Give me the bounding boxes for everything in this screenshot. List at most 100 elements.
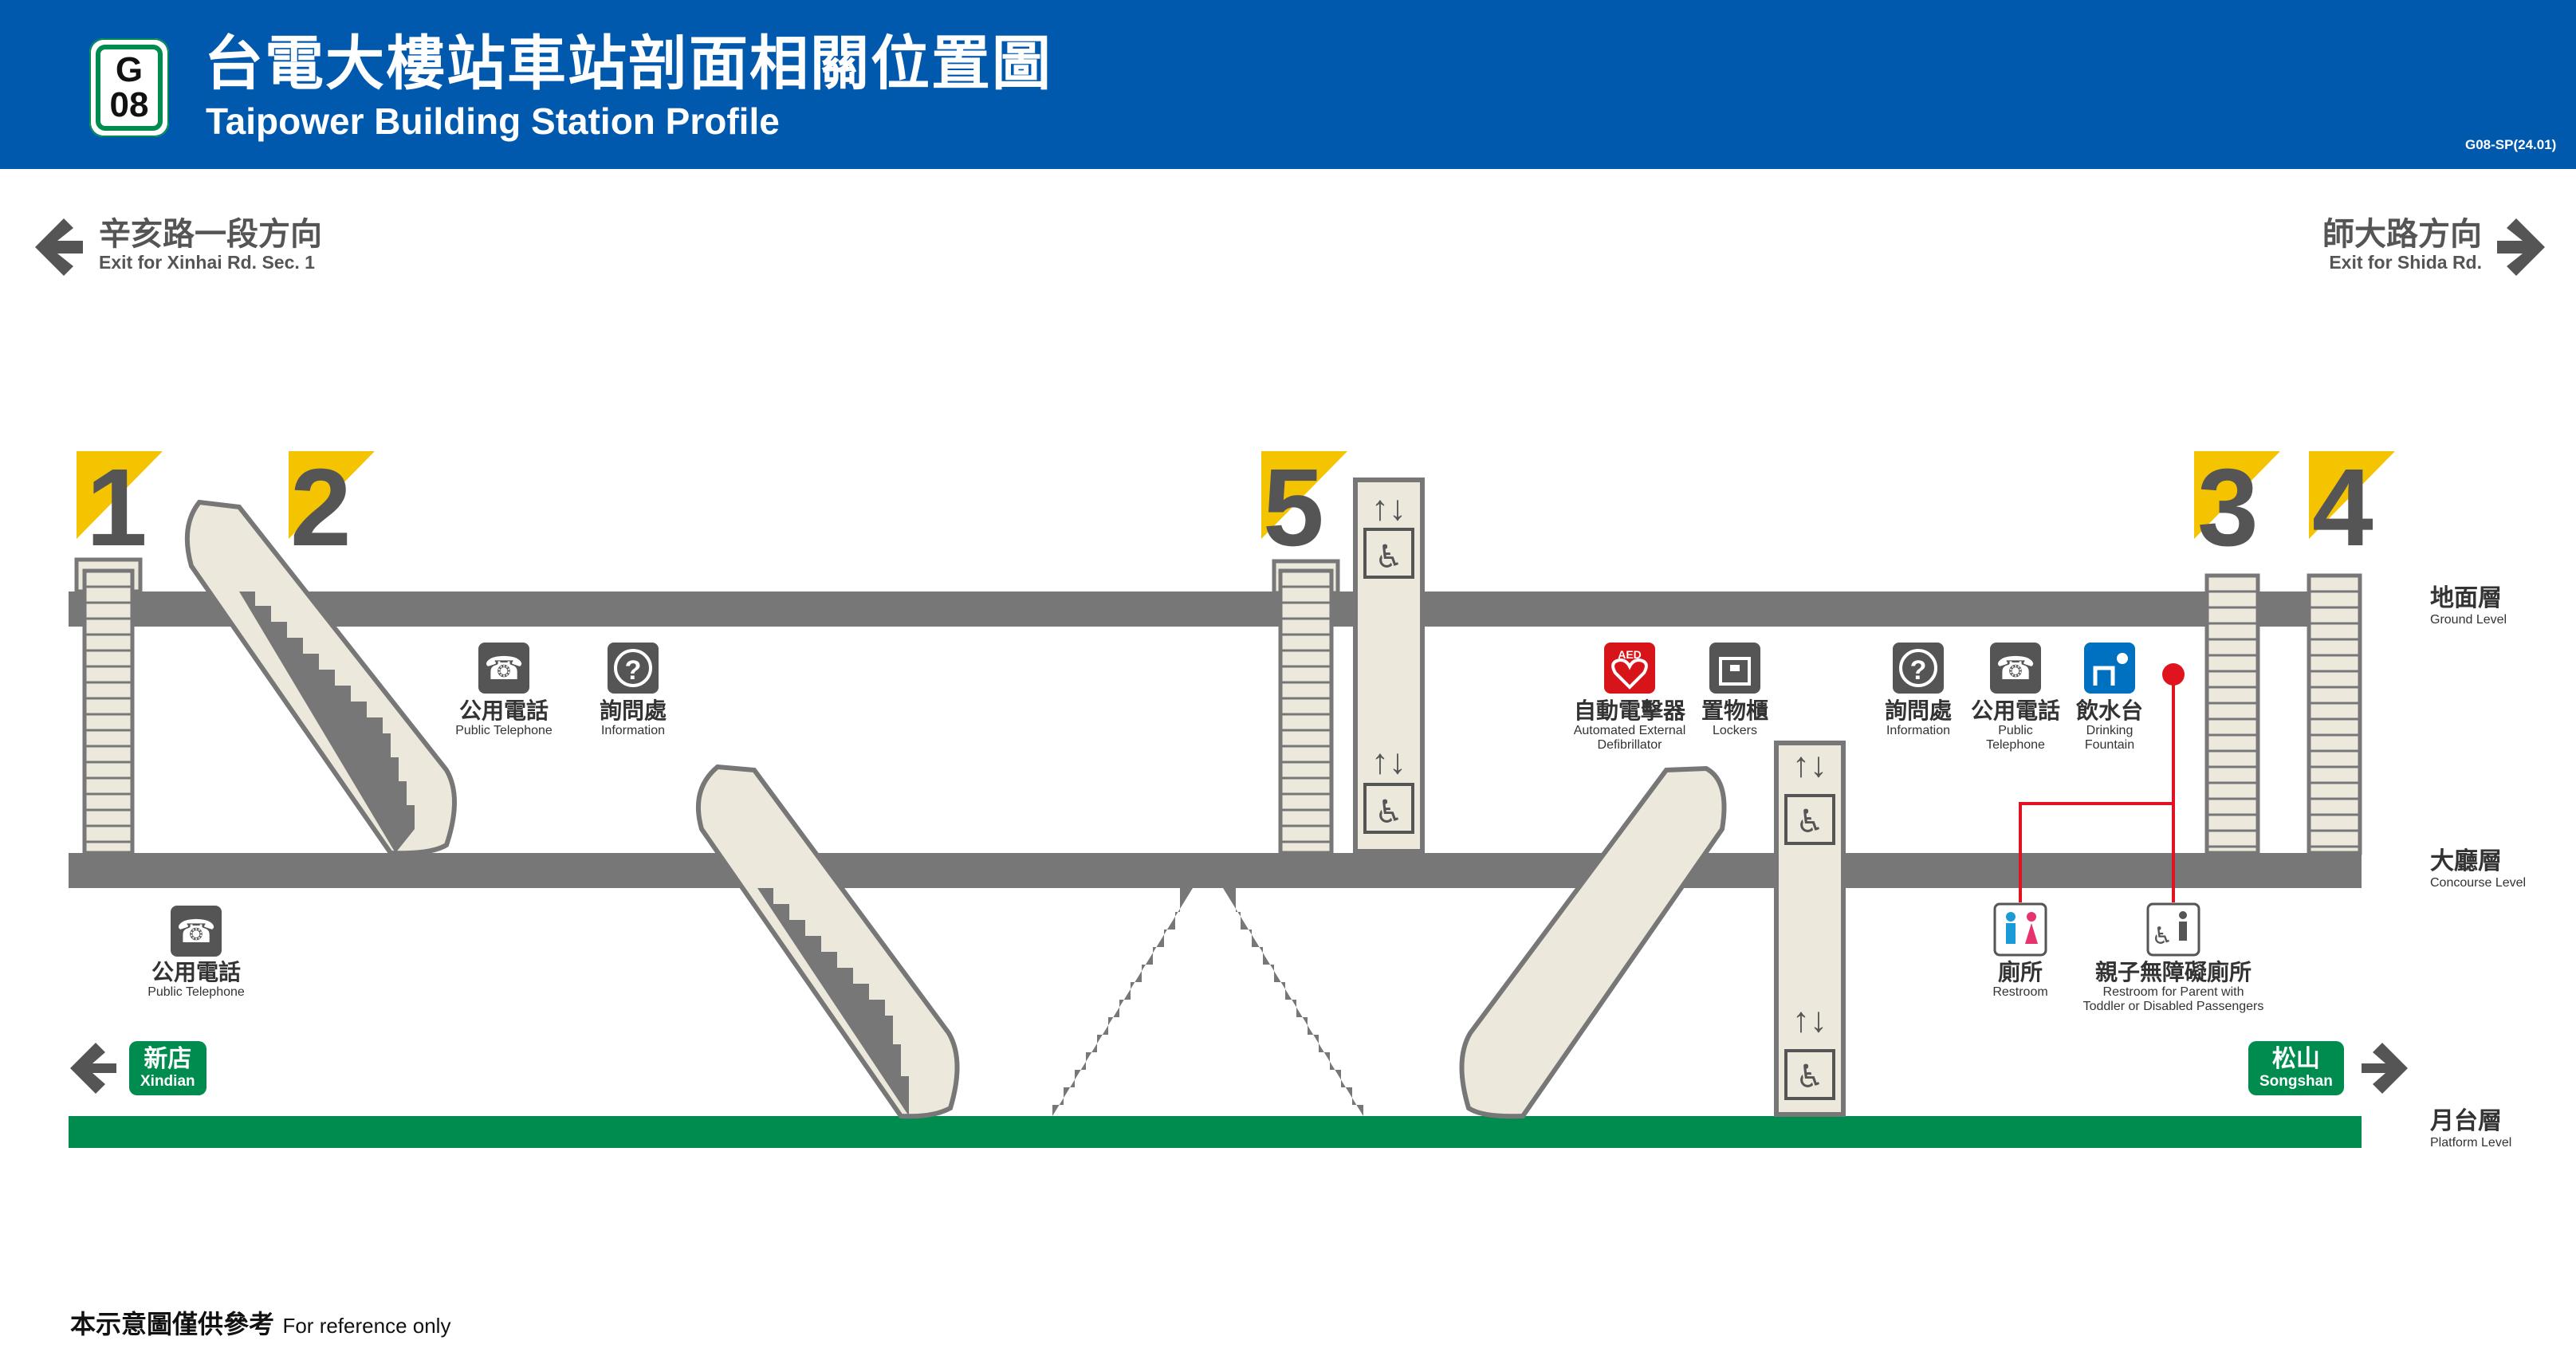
xindian-en: Xindian	[140, 1073, 195, 1090]
svg-text:☎: ☎	[176, 914, 216, 949]
concourse-level-en: Concourse Level	[2430, 876, 2527, 890]
svg-text:↑↓: ↑↓	[1371, 489, 1406, 528]
phone-right-label: 公用電話 Public Telephone	[1969, 698, 2062, 753]
family-restroom-en-2: Toddler or Disabled Passengers	[2082, 1000, 2264, 1013]
svg-text:♿: ♿	[1375, 795, 1403, 830]
left-exit-arrow-icon	[35, 218, 83, 276]
aed-icon-text: AED	[1618, 648, 1642, 661]
concourse-level-zh: 大廳層	[2430, 847, 2502, 875]
page-title-en: Taipower Building Station Profile	[206, 100, 780, 142]
route-marker	[2162, 663, 2185, 686]
svg-text:?: ?	[625, 655, 642, 686]
direction-songshan: 松山 Songshan	[2248, 1041, 2344, 1095]
xindian-zh: 新店	[144, 1045, 192, 1073]
line-letter: G	[115, 50, 144, 89]
songshan-en: Songshan	[2259, 1073, 2333, 1090]
left-exit-direction: 辛亥路一段方向 Exit for Xinhai Rd. Sec. 1	[99, 217, 322, 273]
right-exit-direction: 師大路方向 Exit for Shida Rd.	[2322, 217, 2482, 273]
restroom-en: Restroom	[1992, 985, 2048, 999]
ground-level-slab	[69, 592, 2362, 627]
family-restroom-en-1: Restroom for Parent with	[2102, 985, 2244, 999]
exit-2-escalator	[184, 499, 457, 856]
svg-text:♿: ♿	[1375, 540, 1403, 575]
lockers-en: Lockers	[1712, 724, 1758, 737]
aed-icon: AED	[1604, 643, 1655, 694]
lockers-label: 置物櫃 Lockers	[1695, 698, 1775, 738]
fountain-en-2: Fountain	[2084, 738, 2135, 752]
svg-text:↑↓: ↑↓	[1371, 742, 1406, 781]
footer-en: For reference only	[282, 1314, 451, 1338]
svg-text:?: ?	[1910, 655, 1927, 686]
telephone-icon-right: ☎	[1990, 643, 2041, 694]
central-stair-right	[1223, 888, 1363, 1116]
aed-zh: 自動電擊器	[1573, 698, 1685, 724]
page-title-zh: 台電大樓站車站剖面相關位置圖	[204, 29, 1052, 98]
direction-xindian: 新店 Xindian	[129, 1041, 206, 1095]
right-exit-en: Exit for Shida Rd.	[2329, 252, 2482, 273]
phone-left-zh: 公用電話	[458, 698, 549, 724]
restroom-zh: 廁所	[1997, 959, 2043, 985]
info-left-zh: 詢問處	[599, 698, 667, 724]
left-exit-en: Exit for Xinhai Rd. Sec. 1	[99, 252, 315, 273]
exit-5-stair	[1272, 559, 1340, 855]
exit-1-flag	[77, 451, 163, 539]
svg-text:♿: ♿	[2152, 923, 2173, 949]
phone-left-en: Public Telephone	[455, 724, 553, 737]
exit-5-flag	[1261, 451, 1347, 539]
exit-number-2: 2	[290, 446, 352, 569]
ground-level-en: Ground Level	[2430, 613, 2507, 627]
exit-4-stair	[2307, 573, 2362, 855]
fountain-label: 飲水台 Drinking Fountain	[2070, 698, 2149, 753]
ground-level-zh: 地面層	[2430, 584, 2502, 612]
doc-code: G08-SP(24.01)	[2465, 137, 2557, 152]
restroom-icon	[1993, 902, 2047, 957]
telephone-icon-concourse: ☎	[171, 906, 222, 957]
aed-en-2: Defibrillator	[1597, 738, 1662, 752]
exit-4-flag	[2309, 451, 2395, 539]
platform-level-slab	[69, 1116, 2362, 1148]
family-restroom-label: 親子無障礙廁所 Restroom for Parent with Toddler…	[2062, 960, 2285, 1014]
elevator-platform: ↑↓ ♿ ↑↓ ♿	[1774, 741, 1846, 1117]
footer-zh: 本示意圖僅供參考	[70, 1309, 275, 1339]
svg-text:☎: ☎	[1996, 651, 2035, 686]
exit-number-3: 3	[2197, 446, 2259, 569]
svg-text:♿: ♿	[1795, 1059, 1824, 1095]
concourse-escalator-left	[695, 764, 960, 1119]
family-accessible-restroom-icon: ♿	[2146, 902, 2200, 957]
phone-concourse-zh: 公用電話	[151, 959, 241, 985]
footer-note: 本示意圖僅供參考 For reference only	[70, 1304, 450, 1341]
platform-level-zh: 月台層	[2430, 1107, 2502, 1135]
exit-number-4: 4	[2312, 446, 2373, 569]
station-badge: G 08	[89, 38, 169, 137]
drinking-fountain-icon	[2084, 643, 2135, 694]
svg-text:☎: ☎	[484, 651, 524, 686]
exit-number-5: 5	[1263, 446, 1324, 569]
xindian-arrow-icon	[70, 1043, 116, 1094]
station-number: 08	[109, 85, 149, 124]
songshan-arrow-icon	[2362, 1043, 2408, 1094]
restroom-label: 廁所 Restroom	[1980, 960, 2060, 1000]
exit-number-1: 1	[86, 446, 147, 569]
concourse-escalator-right	[1459, 765, 1727, 1119]
songshan-zh: 松山	[2271, 1045, 2320, 1073]
concourse-level-label: 大廳層 Concourse Level	[2430, 848, 2526, 891]
aed-en-1: Automated External	[1573, 724, 1686, 737]
phone-left-label: 公用電話 Public Telephone	[440, 698, 568, 738]
lockers-zh: 置物櫃	[1701, 698, 1768, 724]
phone-right-en-1: Public	[1998, 724, 2033, 737]
phone-right-zh: 公用電話	[1970, 698, 2060, 724]
svg-text:↑↓: ↑↓	[1792, 745, 1827, 784]
left-exit-zh: 辛亥路一段方向	[99, 216, 322, 253]
info-left-label: 詢問處 Information	[585, 698, 681, 738]
exit-2-flag	[289, 451, 375, 539]
right-exit-arrow-icon	[2497, 218, 2545, 276]
family-restroom-zh: 親子無障礙廁所	[2094, 959, 2252, 985]
header-bar: G 08 台電大樓站車站剖面相關位置圖 Taipower Building St…	[0, 0, 2576, 169]
locker-icon	[1709, 643, 1760, 694]
phone-right-en-2: Telephone	[1986, 738, 2045, 752]
platform-level-en: Platform Level	[2430, 1136, 2512, 1150]
route-to-restrooms	[2019, 674, 2175, 902]
info-left-en: Information	[600, 724, 666, 737]
phone-concourse-label: 公用電話 Public Telephone	[132, 960, 260, 1000]
